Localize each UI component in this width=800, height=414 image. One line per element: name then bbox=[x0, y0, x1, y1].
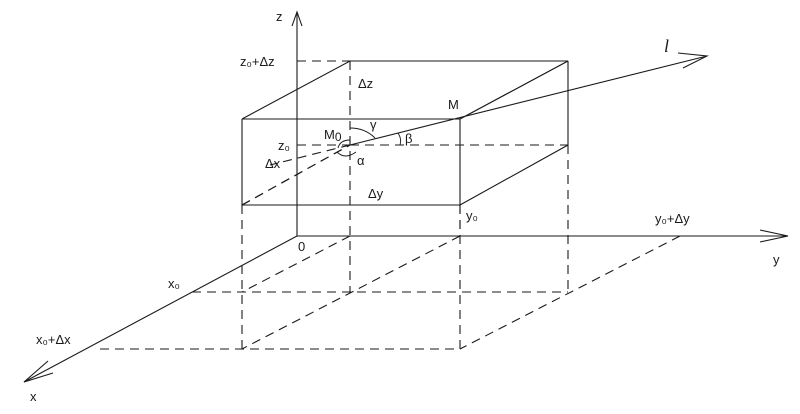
y0-label: y₀ bbox=[466, 208, 478, 223]
x0-dx-label: x₀+Δx bbox=[36, 332, 71, 347]
x-axis-arrowhead bbox=[23, 360, 54, 383]
point-m0-letter: M bbox=[324, 127, 335, 142]
direction-line-l bbox=[349, 55, 708, 146]
axes bbox=[23, 10, 789, 383]
axis-y-label: y bbox=[773, 252, 780, 267]
parallelepiped bbox=[241, 60, 569, 292]
labels: z y x 0 z₀+Δz z₀ Δz Δx Δy y₀ y₀+Δy x₀ x₀… bbox=[30, 9, 780, 404]
box-right-back bbox=[459, 61, 569, 206]
proj-y0-diag bbox=[241, 235, 461, 350]
direction-line-arrowhead bbox=[677, 52, 709, 69]
point-m0-label: M0 bbox=[324, 127, 342, 144]
x0-label: x₀ bbox=[168, 276, 180, 291]
beta-arc bbox=[397, 132, 402, 146]
m0-small-arc bbox=[337, 139, 351, 149]
proj-back-diag bbox=[241, 235, 351, 293]
gamma-label: γ bbox=[370, 117, 377, 132]
origin-label: 0 bbox=[298, 239, 305, 254]
gamma-arc bbox=[349, 127, 376, 139]
box-top-back bbox=[241, 60, 569, 120]
y-axis-arrowhead bbox=[759, 229, 789, 243]
axis-z-label: z bbox=[276, 9, 283, 24]
projections bbox=[100, 145, 681, 350]
box-right-diagonal bbox=[459, 60, 569, 120]
point-m0-subscript: 0 bbox=[335, 130, 342, 144]
x-axis bbox=[23, 235, 298, 383]
axis-x-label: x bbox=[30, 389, 37, 404]
y0-dy-label: y₀+Δy bbox=[655, 211, 690, 226]
inner-diagonal bbox=[241, 144, 351, 206]
dx-label: Δx bbox=[265, 156, 281, 171]
direction-line-back bbox=[269, 144, 351, 166]
alpha-arc bbox=[336, 151, 357, 157]
dy-label: Δy bbox=[368, 186, 384, 201]
alpha-label: α bbox=[357, 153, 365, 168]
z0-dz-label: z₀+Δz bbox=[240, 54, 275, 69]
proj-y0-dy-diag bbox=[459, 235, 681, 350]
angle-arcs bbox=[336, 127, 402, 157]
z-axis-arrowhead bbox=[291, 10, 303, 27]
direction-vector bbox=[269, 52, 709, 166]
z0-label: z₀ bbox=[278, 138, 290, 153]
line-l-label: l bbox=[664, 36, 669, 56]
point-m-label: M bbox=[448, 97, 459, 112]
dz-label: Δz bbox=[358, 76, 373, 91]
beta-label: β bbox=[405, 131, 412, 146]
